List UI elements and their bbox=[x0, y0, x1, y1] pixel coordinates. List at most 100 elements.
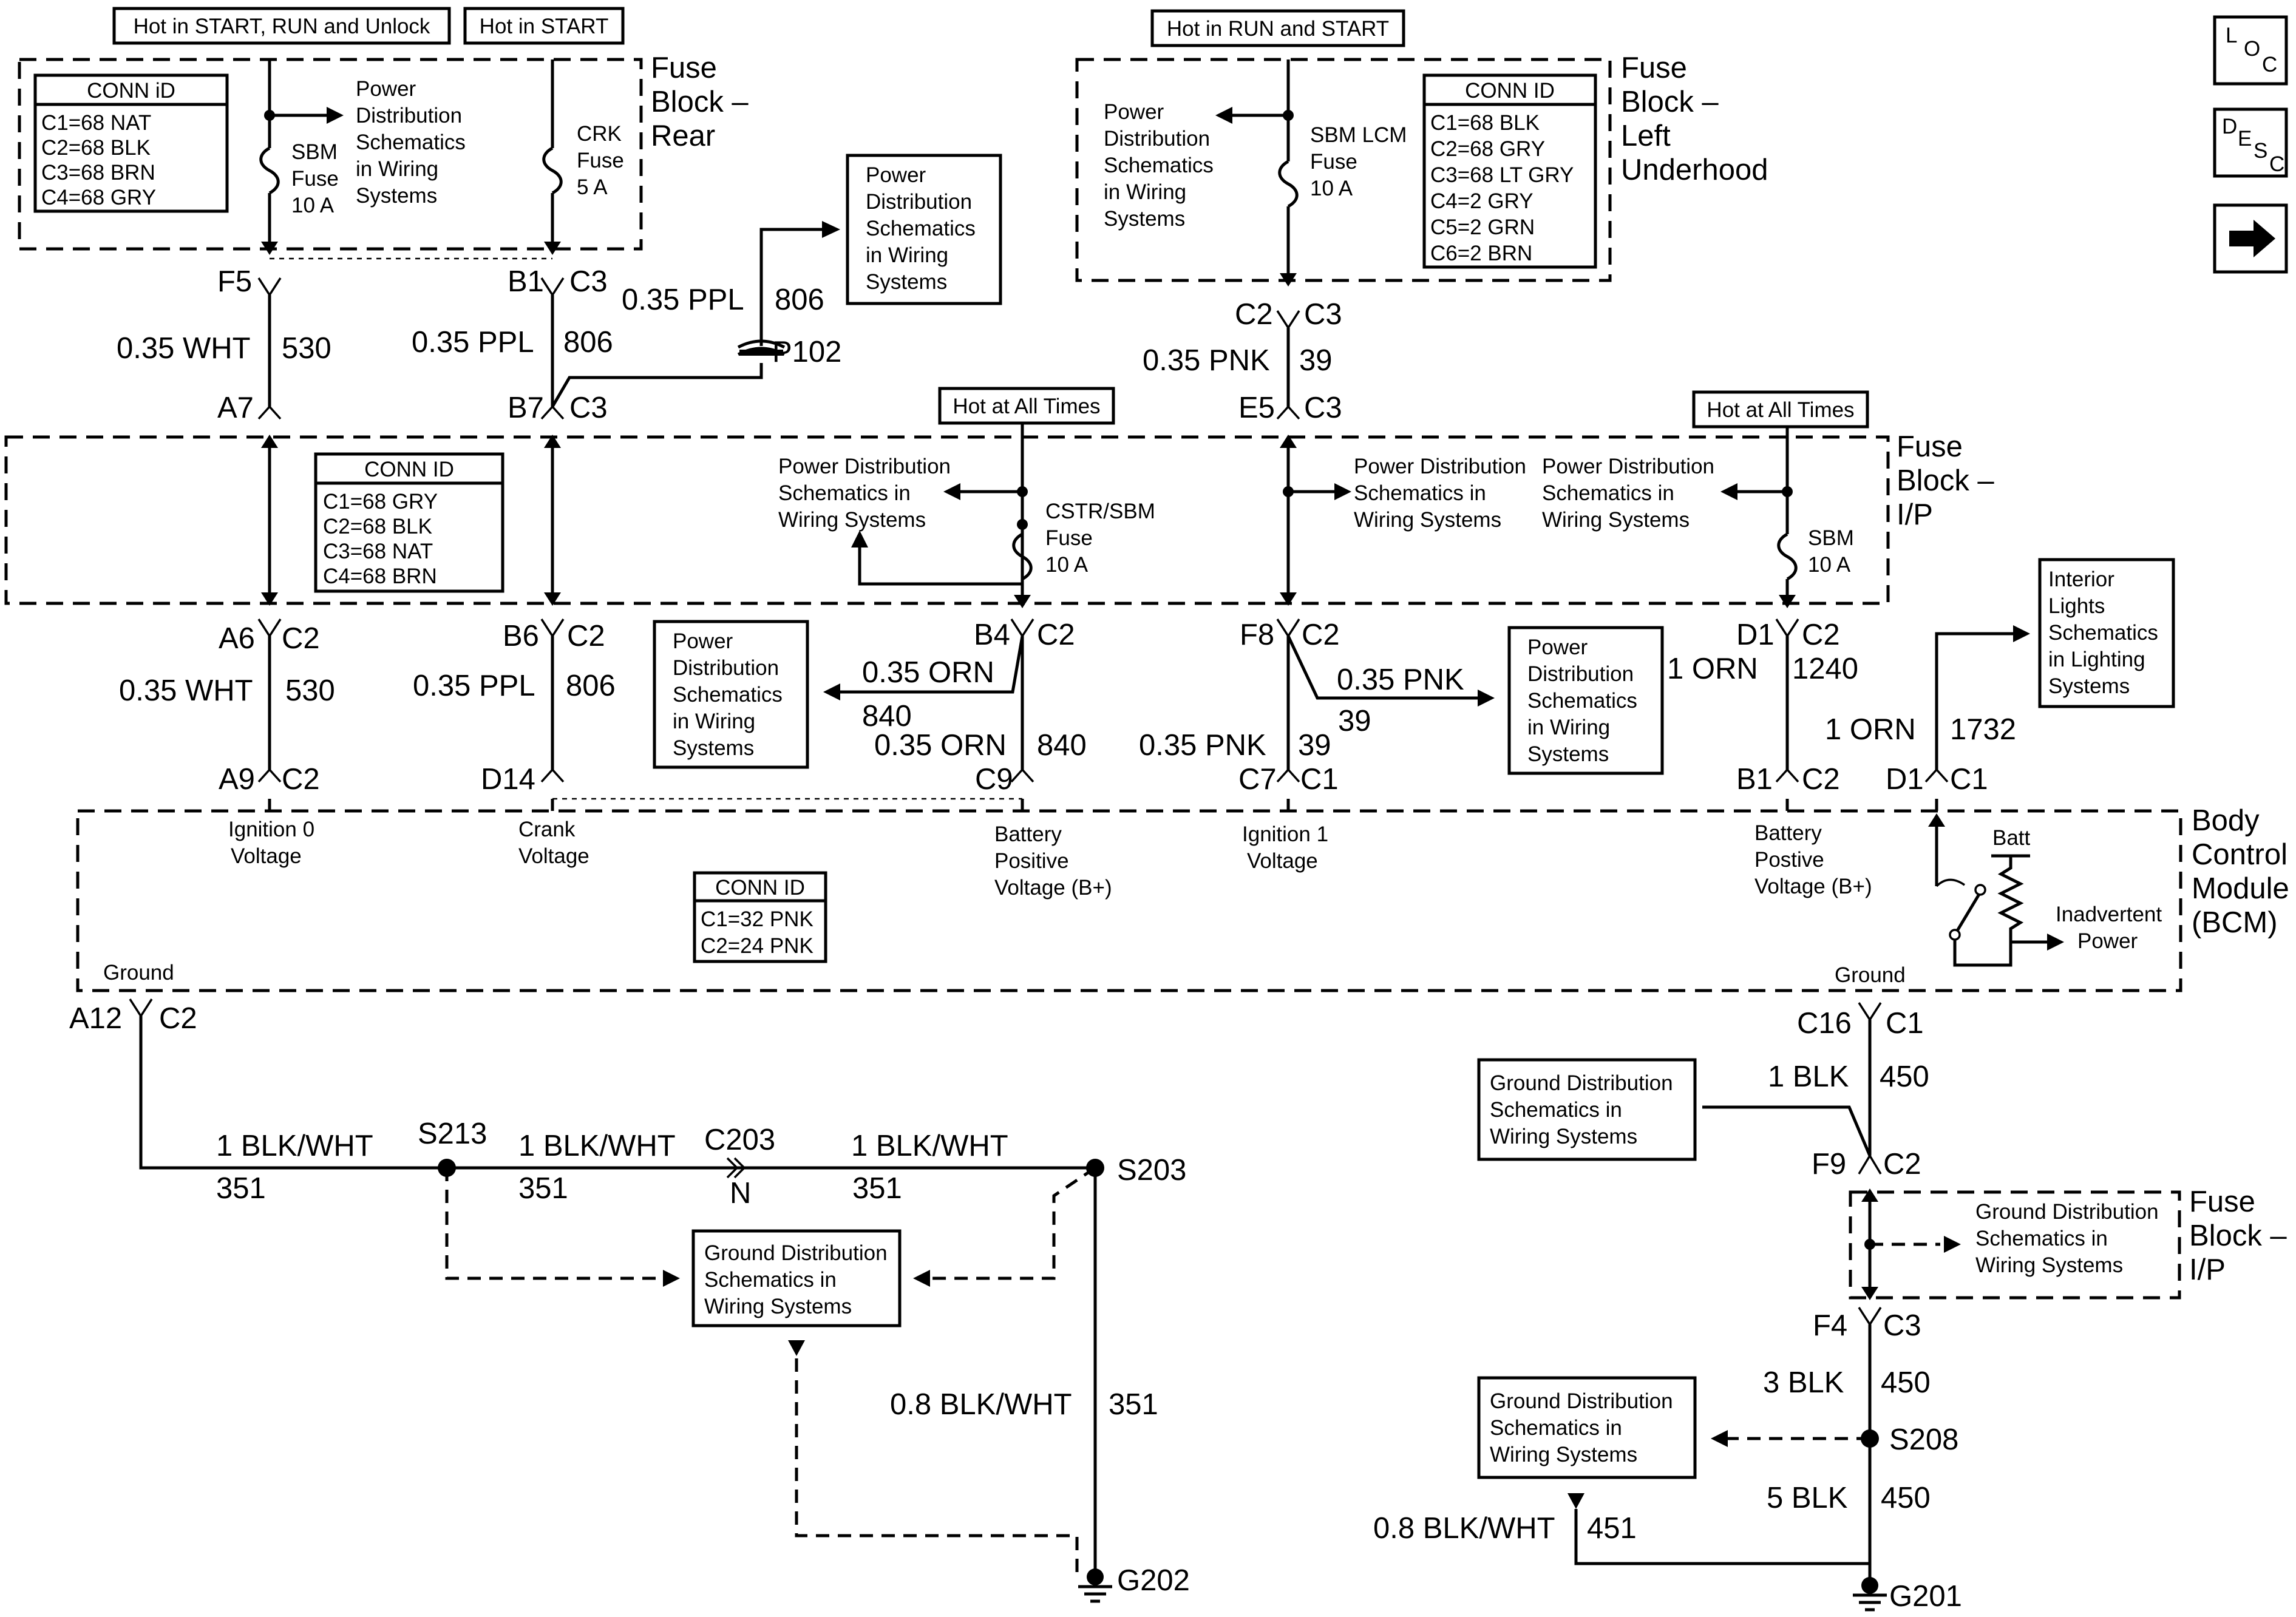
svg-text:C3: C3 bbox=[1304, 392, 1342, 424]
svg-text:in Lighting: in Lighting bbox=[2048, 648, 2145, 671]
svg-text:Systems: Systems bbox=[673, 736, 754, 760]
svg-text:CRK: CRK bbox=[577, 122, 622, 146]
svg-text:0.35 PNK: 0.35 PNK bbox=[1337, 663, 1464, 696]
g201-ground-icon bbox=[1853, 1577, 1887, 1612]
svg-text:in Wiring: in Wiring bbox=[866, 243, 948, 267]
pds-lu-text: Power Distribution Schematics in Wiring … bbox=[1104, 100, 1214, 231]
svg-text:Postive: Postive bbox=[1754, 848, 1824, 872]
svg-text:Systems: Systems bbox=[866, 270, 947, 294]
svg-text:N: N bbox=[730, 1177, 751, 1210]
svg-text:O: O bbox=[2244, 37, 2260, 61]
next-arrow-icon[interactable] bbox=[2213, 203, 2288, 274]
svg-text:Fuse: Fuse bbox=[1045, 526, 1093, 550]
pds-box-p102: Power Distribution Schematics in Wiring … bbox=[846, 154, 1002, 305]
conn-id-underhood: CONN ID C1=68 BLK C2=68 GRY C3=68 LT GRY… bbox=[1422, 73, 1597, 269]
svg-text:S213: S213 bbox=[418, 1117, 487, 1150]
ground-label-right: Ground bbox=[1835, 963, 1906, 987]
svg-text:Schematics in: Schematics in bbox=[1542, 481, 1674, 505]
svg-text:Block –: Block – bbox=[1897, 464, 1994, 497]
svg-text:0.35 ORN: 0.35 ORN bbox=[862, 656, 994, 689]
svg-text:C4=68 BRN: C4=68 BRN bbox=[323, 564, 437, 588]
svg-text:in Wiring: in Wiring bbox=[1527, 716, 1610, 739]
svg-text:Wiring Systems: Wiring Systems bbox=[1542, 508, 1690, 532]
svg-text:Hot at All Times: Hot at All Times bbox=[953, 395, 1100, 418]
svg-text:C1=32 PNK: C1=32 PNK bbox=[701, 907, 813, 931]
svg-text:Battery: Battery bbox=[1754, 821, 1822, 845]
svg-text:Distribution: Distribution bbox=[866, 190, 972, 214]
svg-text:L: L bbox=[2226, 24, 2237, 47]
svg-text:840: 840 bbox=[1037, 729, 1087, 762]
svg-text:Systems: Systems bbox=[356, 184, 437, 208]
svg-text:(BCM): (BCM) bbox=[2192, 906, 2278, 939]
fuse-block-rear-outline bbox=[18, 58, 643, 251]
p102-connector bbox=[737, 339, 786, 356]
svg-text:G201: G201 bbox=[1889, 1580, 1962, 1613]
svg-text:Positive: Positive bbox=[994, 849, 1069, 873]
svg-text:0.35 WHT: 0.35 WHT bbox=[117, 332, 251, 365]
pds-rear-text: Power Distribution Schematics in Wiring … bbox=[356, 77, 466, 208]
svg-text:0.35 PPL: 0.35 PPL bbox=[412, 326, 534, 359]
bcm-ignition1: Ignition 1 Voltage bbox=[1242, 822, 1328, 873]
svg-text:Block –: Block – bbox=[2189, 1219, 2287, 1252]
svg-text:Wiring Systems: Wiring Systems bbox=[1975, 1253, 2123, 1277]
desc-icon[interactable]: D E S C bbox=[2213, 107, 2288, 178]
svg-text:in Wiring: in Wiring bbox=[356, 157, 438, 181]
svg-text:Batt: Batt bbox=[1992, 826, 2031, 850]
svg-text:F4: F4 bbox=[1813, 1309, 1847, 1342]
svg-text:C2=24 PNK: C2=24 PNK bbox=[701, 934, 813, 958]
svg-text:B4: B4 bbox=[974, 619, 1010, 651]
sbm-lcm-fuse-icon bbox=[1280, 161, 1297, 206]
svg-text:Power: Power bbox=[356, 77, 416, 101]
label-hot-start-run-unlock: Hot in START, RUN and Unlock bbox=[112, 7, 451, 45]
label-hot-start: Hot in START bbox=[463, 7, 625, 45]
svg-text:1 BLK/WHT: 1 BLK/WHT bbox=[851, 1130, 1008, 1162]
svg-text:C6=2 BRN: C6=2 BRN bbox=[1430, 242, 1532, 265]
svg-text:Schematics in: Schematics in bbox=[704, 1268, 837, 1292]
bcm-batt-pos: Battery Positive Voltage (B+) bbox=[994, 822, 1112, 900]
svg-text:Hot in RUN and START: Hot in RUN and START bbox=[1167, 17, 1389, 41]
svg-text:Ground Distribution: Ground Distribution bbox=[1975, 1200, 2159, 1224]
svg-text:10 A: 10 A bbox=[1310, 177, 1353, 200]
svg-text:Ground Distribution: Ground Distribution bbox=[704, 1241, 888, 1265]
svg-text:C1=68 GRY: C1=68 GRY bbox=[323, 490, 438, 514]
svg-text:C7: C7 bbox=[1238, 763, 1277, 796]
svg-text:Body: Body bbox=[2192, 804, 2260, 837]
svg-text:Schematics: Schematics bbox=[1104, 154, 1214, 177]
fuse-block-rear-label: Fuse Block – Rear bbox=[651, 52, 749, 152]
svg-text:in Wiring: in Wiring bbox=[1104, 180, 1186, 204]
svg-text:Schematics: Schematics bbox=[2048, 621, 2158, 645]
svg-text:C2: C2 bbox=[159, 1002, 197, 1035]
svg-text:Schematics: Schematics bbox=[1527, 689, 1637, 713]
svg-text:Underhood: Underhood bbox=[1621, 154, 1768, 186]
svg-text:Ignition 0: Ignition 0 bbox=[228, 818, 314, 841]
svg-text:806: 806 bbox=[566, 670, 616, 702]
svg-text:C2: C2 bbox=[1802, 763, 1840, 796]
svg-text:Wiring Systems: Wiring Systems bbox=[778, 508, 926, 532]
svg-text:Schematics in: Schematics in bbox=[1354, 481, 1486, 505]
bcm-crank: Crank Voltage bbox=[518, 818, 589, 868]
svg-text:CONN iD: CONN iD bbox=[87, 79, 175, 103]
svg-text:Systems: Systems bbox=[1527, 742, 1609, 766]
svg-text:C2: C2 bbox=[1302, 619, 1340, 651]
svg-text:C16: C16 bbox=[1797, 1007, 1852, 1040]
svg-text:Hot in START: Hot in START bbox=[480, 15, 609, 38]
conn-id-bcm: CONN ID C1=32 PNK C2=24 PNK bbox=[693, 871, 827, 963]
svg-text:Voltage (B+): Voltage (B+) bbox=[994, 876, 1112, 900]
inadvertent-power-circuit: Batt Inadvertent Power bbox=[1928, 813, 2162, 967]
svg-text:Fuse: Fuse bbox=[651, 52, 717, 84]
svg-text:Voltage: Voltage bbox=[231, 844, 302, 868]
svg-text:Fuse: Fuse bbox=[1621, 52, 1687, 84]
label-hot-all-times-2: Hot at All Times bbox=[1692, 390, 1869, 429]
svg-text:C2: C2 bbox=[1883, 1148, 1921, 1181]
svg-text:E5: E5 bbox=[1238, 392, 1275, 424]
svg-text:Ground Distribution: Ground Distribution bbox=[1490, 1071, 1673, 1095]
svg-text:39: 39 bbox=[1338, 705, 1371, 737]
svg-text:C2=68 BLK: C2=68 BLK bbox=[323, 515, 432, 538]
gds-box-right-2: Ground Distribution Schematics in Wiring… bbox=[1477, 1376, 1697, 1479]
svg-text:B6: B6 bbox=[503, 620, 539, 653]
svg-text:5 A: 5 A bbox=[577, 175, 608, 199]
svg-text:C4=2 GRY: C4=2 GRY bbox=[1430, 189, 1533, 213]
svg-text:1732: 1732 bbox=[1950, 713, 2016, 746]
loc-icon[interactable]: L O C bbox=[2213, 15, 2288, 86]
svg-text:D1: D1 bbox=[1736, 619, 1775, 651]
